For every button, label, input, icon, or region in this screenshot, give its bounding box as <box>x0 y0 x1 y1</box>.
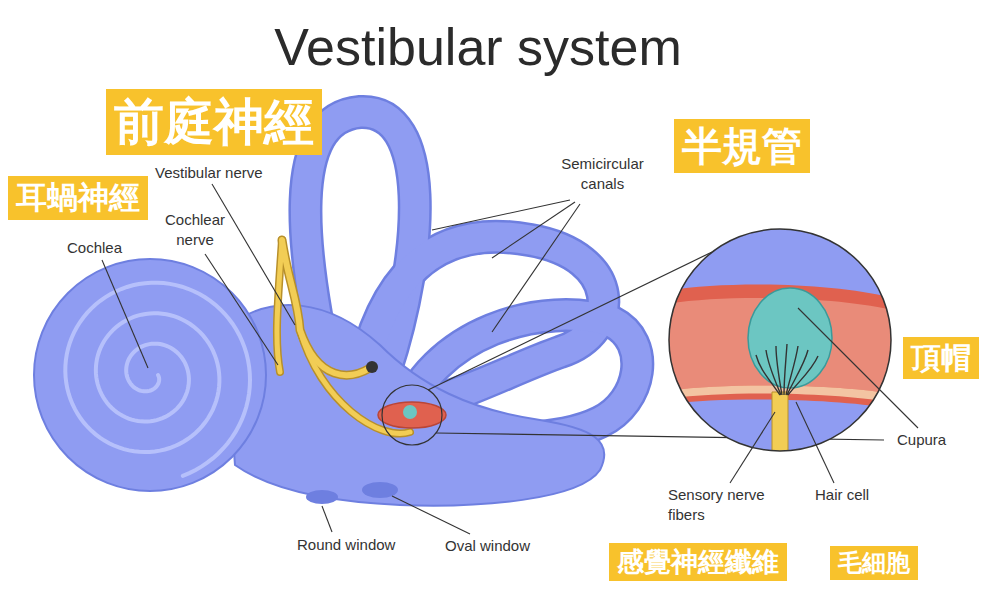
zoom-line <box>428 252 712 390</box>
label-box: 毛細胞 <box>830 546 918 581</box>
zoom-ground <box>660 220 900 460</box>
leader-line <box>102 260 148 368</box>
vestibular-nerve-outline <box>282 240 370 375</box>
leader-line <box>730 412 775 483</box>
nerve-ending-dot <box>366 361 378 373</box>
leader-line <box>322 506 332 532</box>
label-box: 耳蝸神經 <box>8 176 148 219</box>
part-label: Cochlea <box>67 238 122 258</box>
label-box: 感覺神經纖維 <box>609 543 787 581</box>
cochlear-nerve-outline <box>277 240 282 372</box>
part-label: Cochlear nerve <box>150 210 240 249</box>
leader-line <box>212 184 295 325</box>
hair-cells <box>756 344 818 395</box>
oval-window <box>362 482 398 498</box>
leader-lines <box>102 184 918 534</box>
vestibule <box>225 305 604 506</box>
leader-line <box>492 204 580 332</box>
cochlear-nerve <box>277 240 282 372</box>
leader-line <box>432 200 570 230</box>
zoom-circle <box>669 229 891 451</box>
part-label: Round window <box>297 535 395 555</box>
leader-line <box>392 496 470 534</box>
zoom-marker-circle <box>382 385 442 445</box>
part-label: Sensory nerve fibers <box>668 485 780 524</box>
cochlea-spiral <box>65 283 250 476</box>
label-box: 前庭神經 <box>106 89 322 155</box>
ampulla-cupula <box>403 405 417 419</box>
part-label: Oval window <box>445 536 530 556</box>
label-box: 半規管 <box>674 119 810 173</box>
label-text: 半規管 <box>682 122 802 170</box>
label-text: 頂帽 <box>911 340 971 376</box>
vestibular-nerve <box>282 240 370 375</box>
label-text: 感覺神經纖維 <box>617 546 779 578</box>
part-label: Hair cell <box>815 485 869 505</box>
cupula <box>748 288 832 388</box>
part-label: Cupura <box>897 430 946 450</box>
leader-line <box>798 308 918 428</box>
round-window <box>306 490 338 504</box>
nerve-bundle <box>772 392 788 460</box>
part-label: Vestibular nerve <box>155 163 263 183</box>
part-label: Semicircular canals <box>545 154 660 193</box>
label-text: 耳蝸神經 <box>16 179 140 216</box>
diagram-title: Vestibular system <box>274 18 682 78</box>
ampulla <box>378 402 446 428</box>
label-text: 毛細胞 <box>838 549 910 578</box>
zoom-detail <box>660 220 900 460</box>
leader-line <box>205 254 278 365</box>
leader-line <box>796 402 834 483</box>
ampulla-wall <box>660 284 900 410</box>
label-box: 頂帽 <box>903 337 979 379</box>
label-text: 前庭神經 <box>114 92 314 152</box>
